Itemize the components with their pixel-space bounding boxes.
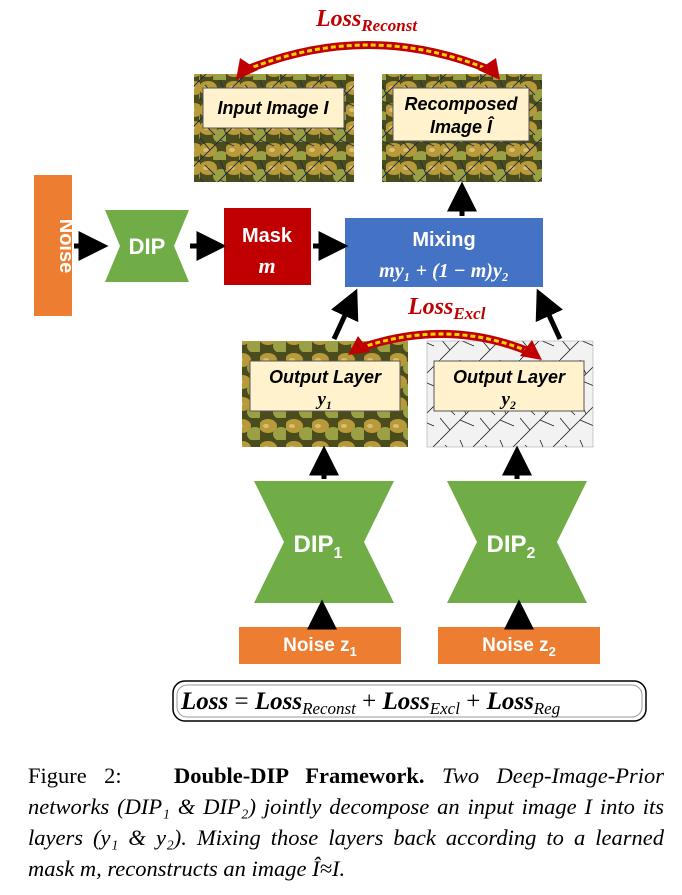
total-loss-text: Loss = LossReconst + LossExcl + LossReg [180,688,560,720]
noise-z2-block: Noise z2 [438,627,600,664]
mixing-label: Mixing [412,229,475,251]
dip1-block: DIP1 [254,481,394,603]
mixing-formula: my₁ + (1 − m)y₂ [379,260,509,282]
loss-excl-arrow: LossExcl [348,294,542,360]
caption-prefix: Figure 2: [28,763,122,788]
loss-reconst-label: LossReconst [315,6,418,35]
output2-line1: Output Layer [453,367,566,387]
noise-z1-label: Noise z1 [283,635,357,659]
caption-title: Double-DIP Framework. [174,763,425,788]
mixing-block: Mixing my₁ + (1 − m)y₂ [345,218,543,287]
mask-label: Mask [242,225,293,247]
input-image-panel: Input Image I [194,74,354,182]
flow-arrows [74,181,563,630]
total-loss-equation: Loss = LossReconst + LossExcl + LossReg [172,680,647,722]
loss-reconst-arrow: LossReconst [236,6,500,80]
figure-caption: Figure 2: Double-DIP Framework. Two Deep… [28,760,664,884]
recomposed-label-line2: Image Î [430,116,495,137]
dip1-label: DIP1 [294,531,343,562]
noise-z1-block: Noise z1 [239,627,401,664]
arrow-output1-to-mixing [331,288,359,341]
noise-z2-label: Noise z2 [482,635,556,659]
output2-line2: y₂ [499,389,516,410]
output-layer-1-panel: Output Layer y₁ [242,341,408,447]
mask-symbol: m [258,253,275,278]
input-image-label: Input Image I [217,98,329,118]
arrow-output2-to-mixing [535,288,563,341]
caption-body: Two Deep-Image-Prior networks (DIP₁ & DI… [28,763,665,881]
loss-excl-label: LossExcl [407,294,486,323]
noise-input-block: Noise [34,175,77,316]
output1-line1: Output Layer [269,367,382,387]
recomposed-label-line1: Recomposed [404,94,518,114]
dip2-block: DIP2 [447,481,587,603]
mask-block: Mask m [224,208,311,285]
noise-left-label: Noise [55,219,77,273]
dip-top-block: DIP [105,210,189,282]
recomposed-image-panel: Recomposed Image Î [382,74,542,182]
output1-line2: y₁ [315,389,332,410]
dip2-label: DIP2 [487,531,536,562]
dip-top-label: DIP [129,234,166,259]
output-layer-2-panel: Output Layer y₂ [426,340,594,448]
